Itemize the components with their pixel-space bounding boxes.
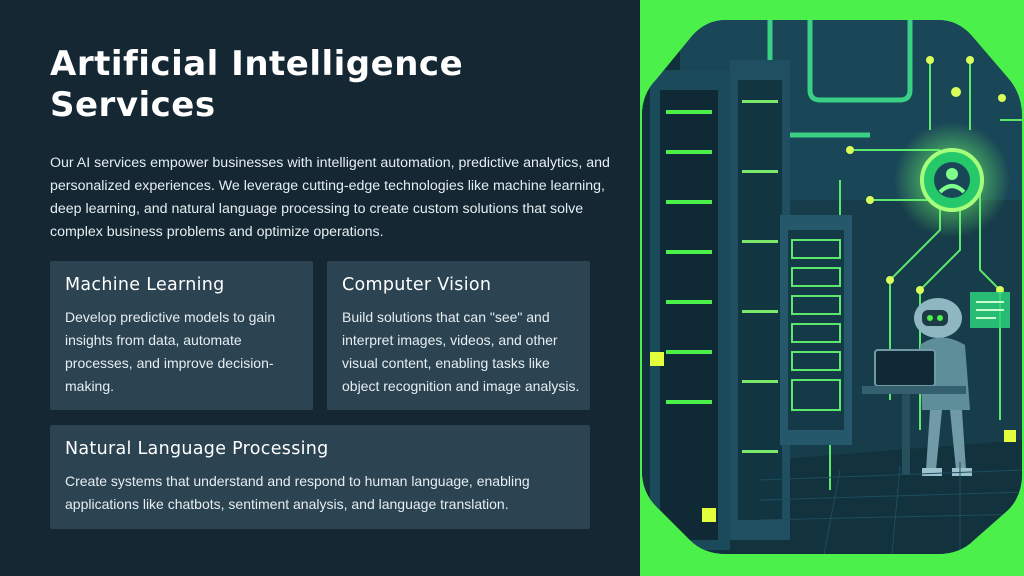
intro-paragraph: Our AI services empower businesses with … xyxy=(50,155,610,240)
page-title: Artificial Intelligence Services xyxy=(50,44,464,125)
card-natural-language-processing: Natural Language Processing Create syste… xyxy=(50,425,590,529)
card-machine-learning: Machine Learning Develop predictive mode… xyxy=(50,261,313,410)
card-heading: Natural Language Processing xyxy=(65,439,329,459)
robot-server-room-illustration xyxy=(642,20,1022,554)
illustration-panel xyxy=(640,0,1024,576)
card-heading: Machine Learning xyxy=(65,275,225,295)
content-panel: Artificial Intelligence Services Our AI … xyxy=(50,44,610,529)
card-computer-vision: Computer Vision Build solutions that can… xyxy=(327,261,590,410)
card-heading: Computer Vision xyxy=(342,275,492,295)
card-body: Develop predictive models to gain insigh… xyxy=(65,309,276,394)
card-body: Build solutions that can "see" and inter… xyxy=(342,309,580,394)
card-body: Create systems that understand and respo… xyxy=(65,473,530,512)
